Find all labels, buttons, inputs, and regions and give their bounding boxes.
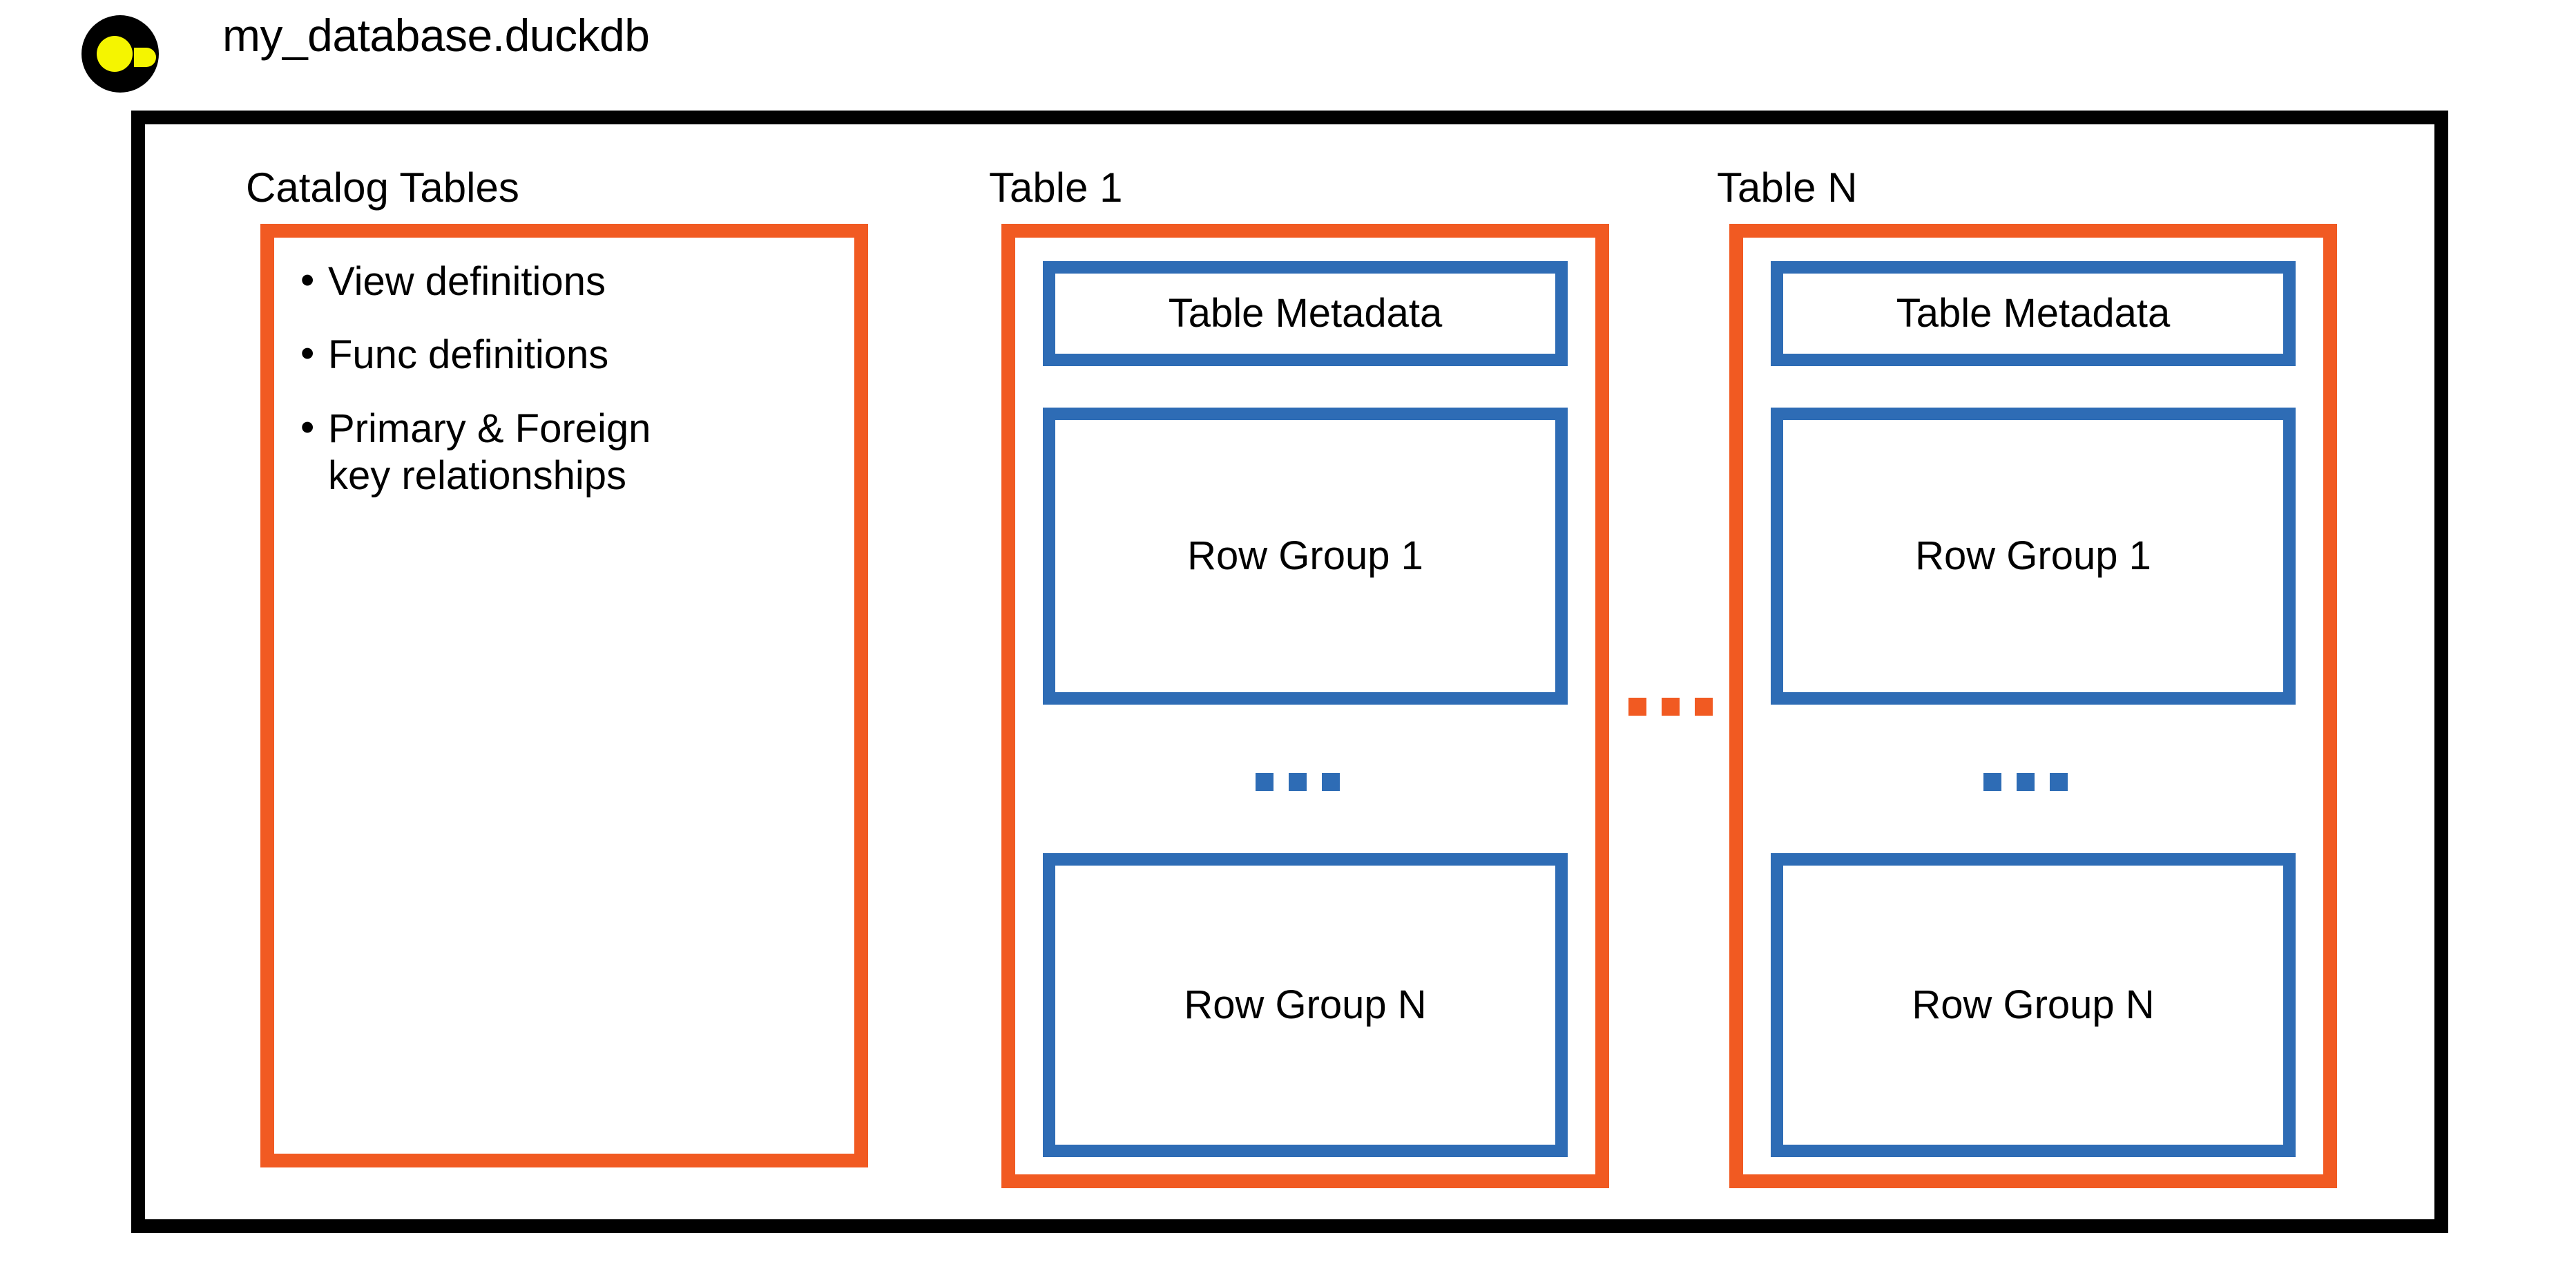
- duckdb-logo-beak: [134, 48, 156, 67]
- database-file-frame: Catalog Tables • View definitions • Func…: [131, 111, 2448, 1233]
- table-1-row-group-last-box: Row Group N: [1043, 853, 1568, 1157]
- table-n-row-group-last-box: Row Group N: [1771, 853, 2296, 1157]
- table-1-row-group-last-label: Row Group N: [1184, 982, 1427, 1027]
- table-n-row-group-first-label: Row Group 1: [1915, 533, 2151, 578]
- table-n-row-groups-ellipsis: [1983, 773, 2068, 791]
- ellipsis-square: [1628, 698, 1646, 716]
- table-n-label: Table N: [1717, 164, 1858, 211]
- table-1-row-groups-ellipsis: [1256, 773, 1340, 791]
- duckdb-logo-icon: [81, 15, 159, 93]
- database-header: my_database.duckdb: [0, 0, 2576, 111]
- catalog-item-key-relationships: Primary & Foreign key relationships: [328, 406, 651, 499]
- table-n-row-group-last-label: Row Group N: [1912, 982, 2155, 1027]
- list-item: • Func definitions: [300, 331, 838, 379]
- bullet-icon: •: [300, 331, 315, 376]
- ellipsis-square: [1662, 698, 1680, 716]
- table-n-metadata-label: Table Metadata: [1896, 291, 2171, 336]
- duckdb-logo-eye: [97, 36, 133, 72]
- catalog-items-list: • View definitions • Func definitions • …: [300, 258, 838, 526]
- ellipsis-square: [1289, 773, 1307, 791]
- ellipsis-square: [2017, 773, 2035, 791]
- ellipsis-square: [1322, 773, 1340, 791]
- table-1-row-group-first-box: Row Group 1: [1043, 408, 1568, 705]
- list-item: • Primary & Foreign key relationships: [300, 404, 838, 500]
- bullet-icon: •: [300, 258, 315, 303]
- ellipsis-square: [1256, 773, 1273, 791]
- catalog-tables-label: Catalog Tables: [246, 164, 519, 211]
- catalog-item-view-definitions: View definitions: [328, 259, 606, 304]
- list-item: • View definitions: [300, 258, 838, 305]
- table-1-row-group-first-label: Row Group 1: [1187, 533, 1423, 578]
- catalog-tables-box: • View definitions • Func definitions • …: [260, 224, 868, 1167]
- tables-ellipsis: [1628, 698, 1713, 716]
- table-1-label: Table 1: [989, 164, 1123, 211]
- ellipsis-square: [1695, 698, 1713, 716]
- table-1-metadata-label: Table Metadata: [1168, 291, 1443, 336]
- table-n-row-group-first-box: Row Group 1: [1771, 408, 2296, 705]
- database-file-name: my_database.duckdb: [222, 10, 650, 61]
- table-1-box: Table Metadata Row Group 1 Row Group N: [1001, 224, 1609, 1188]
- table-n-metadata-box: Table Metadata: [1771, 261, 2296, 366]
- catalog-item-func-definitions: Func definitions: [328, 332, 609, 378]
- table-n-box: Table Metadata Row Group 1 Row Group N: [1729, 224, 2337, 1188]
- bullet-icon: •: [300, 404, 315, 450]
- ellipsis-square: [2050, 773, 2068, 791]
- ellipsis-square: [1983, 773, 2001, 791]
- table-1-metadata-box: Table Metadata: [1043, 261, 1568, 366]
